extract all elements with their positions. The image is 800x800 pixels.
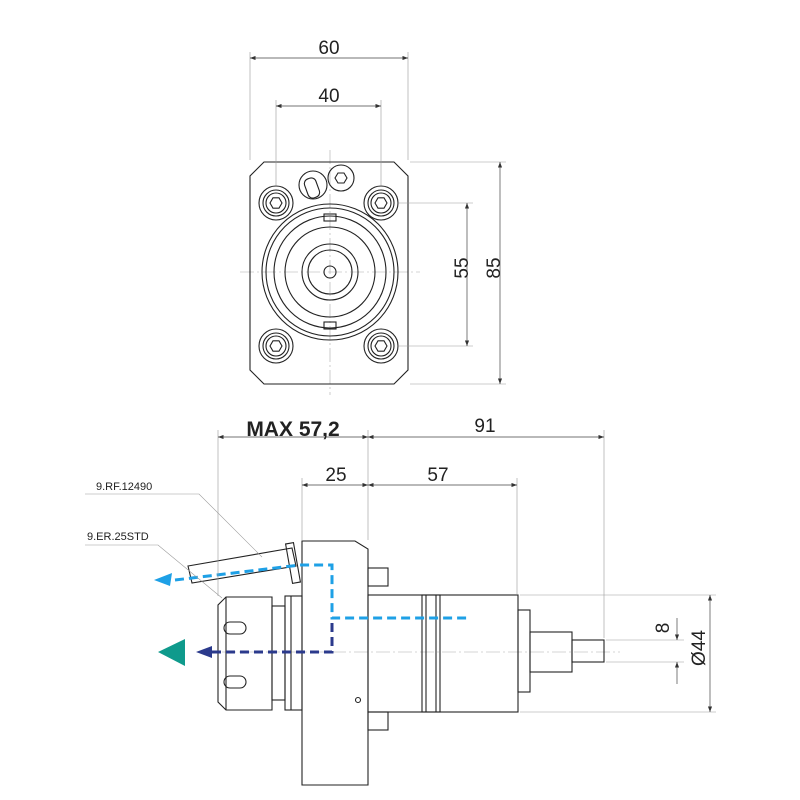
dim-60: 60 [318, 38, 339, 59]
front-dimensions: 60 40 55 85 [249, 38, 506, 385]
dim-91: 91 [474, 416, 495, 437]
main-body [301, 540, 369, 786]
dim-85: 85 [484, 257, 505, 278]
dim-57: 57 [427, 465, 448, 486]
coolant-outer-arrow-icon [154, 573, 172, 586]
mounting-plate [249, 161, 409, 385]
coolant-inner-arrow-icon [196, 646, 212, 658]
dim-25: 25 [325, 465, 346, 486]
dim-diameter-44: Ø44 [689, 630, 710, 666]
coolant-inner-path [212, 620, 334, 654]
part-labels: 9.RF.12490 9.ER.25STD [85, 481, 263, 599]
dim-8: 8 [653, 623, 674, 634]
dim-max-57-2: MAX 57,2 [246, 418, 339, 441]
spindle-face [261, 203, 399, 341]
direction-triangle-icon [158, 639, 185, 666]
side-view [187, 540, 620, 786]
front-view [240, 150, 420, 395]
coolant-paths [154, 563, 470, 666]
label-9-er-25std: 9.ER.25STD [87, 531, 149, 543]
label-9-rf-12490: 9.RF.12490 [96, 481, 152, 493]
housing [367, 594, 519, 713]
shaft-collar [517, 609, 531, 693]
bolts [258, 185, 399, 364]
side-dimensions: MAX 57,2 91 25 57 8 Ø44 [217, 416, 716, 713]
coolant-outer-path [174, 563, 470, 620]
dim-55: 55 [452, 257, 473, 278]
dim-40: 40 [318, 86, 339, 107]
